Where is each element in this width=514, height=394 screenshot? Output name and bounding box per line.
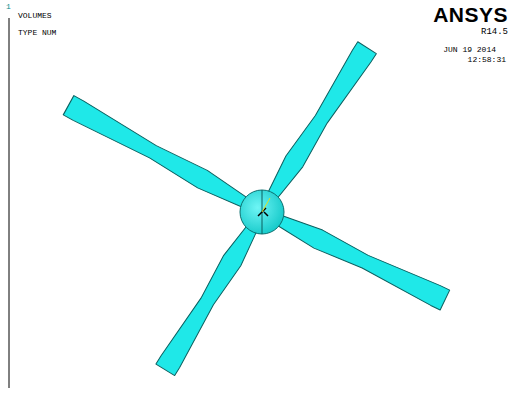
time-stamp: 12:58:31 xyxy=(468,56,506,64)
plot-setting: TYPE NUM xyxy=(18,29,56,37)
frame-line xyxy=(9,18,10,388)
hub xyxy=(240,190,284,234)
window-number: 1 xyxy=(6,3,11,11)
date-stamp: JUN 19 2014 xyxy=(443,46,496,54)
coordinate-triad xyxy=(258,208,268,216)
release-number: R14.5 xyxy=(481,28,508,37)
plot-title: VOLUMES xyxy=(18,12,52,20)
blades xyxy=(63,42,449,376)
brand-name: ANSYS xyxy=(433,4,508,25)
